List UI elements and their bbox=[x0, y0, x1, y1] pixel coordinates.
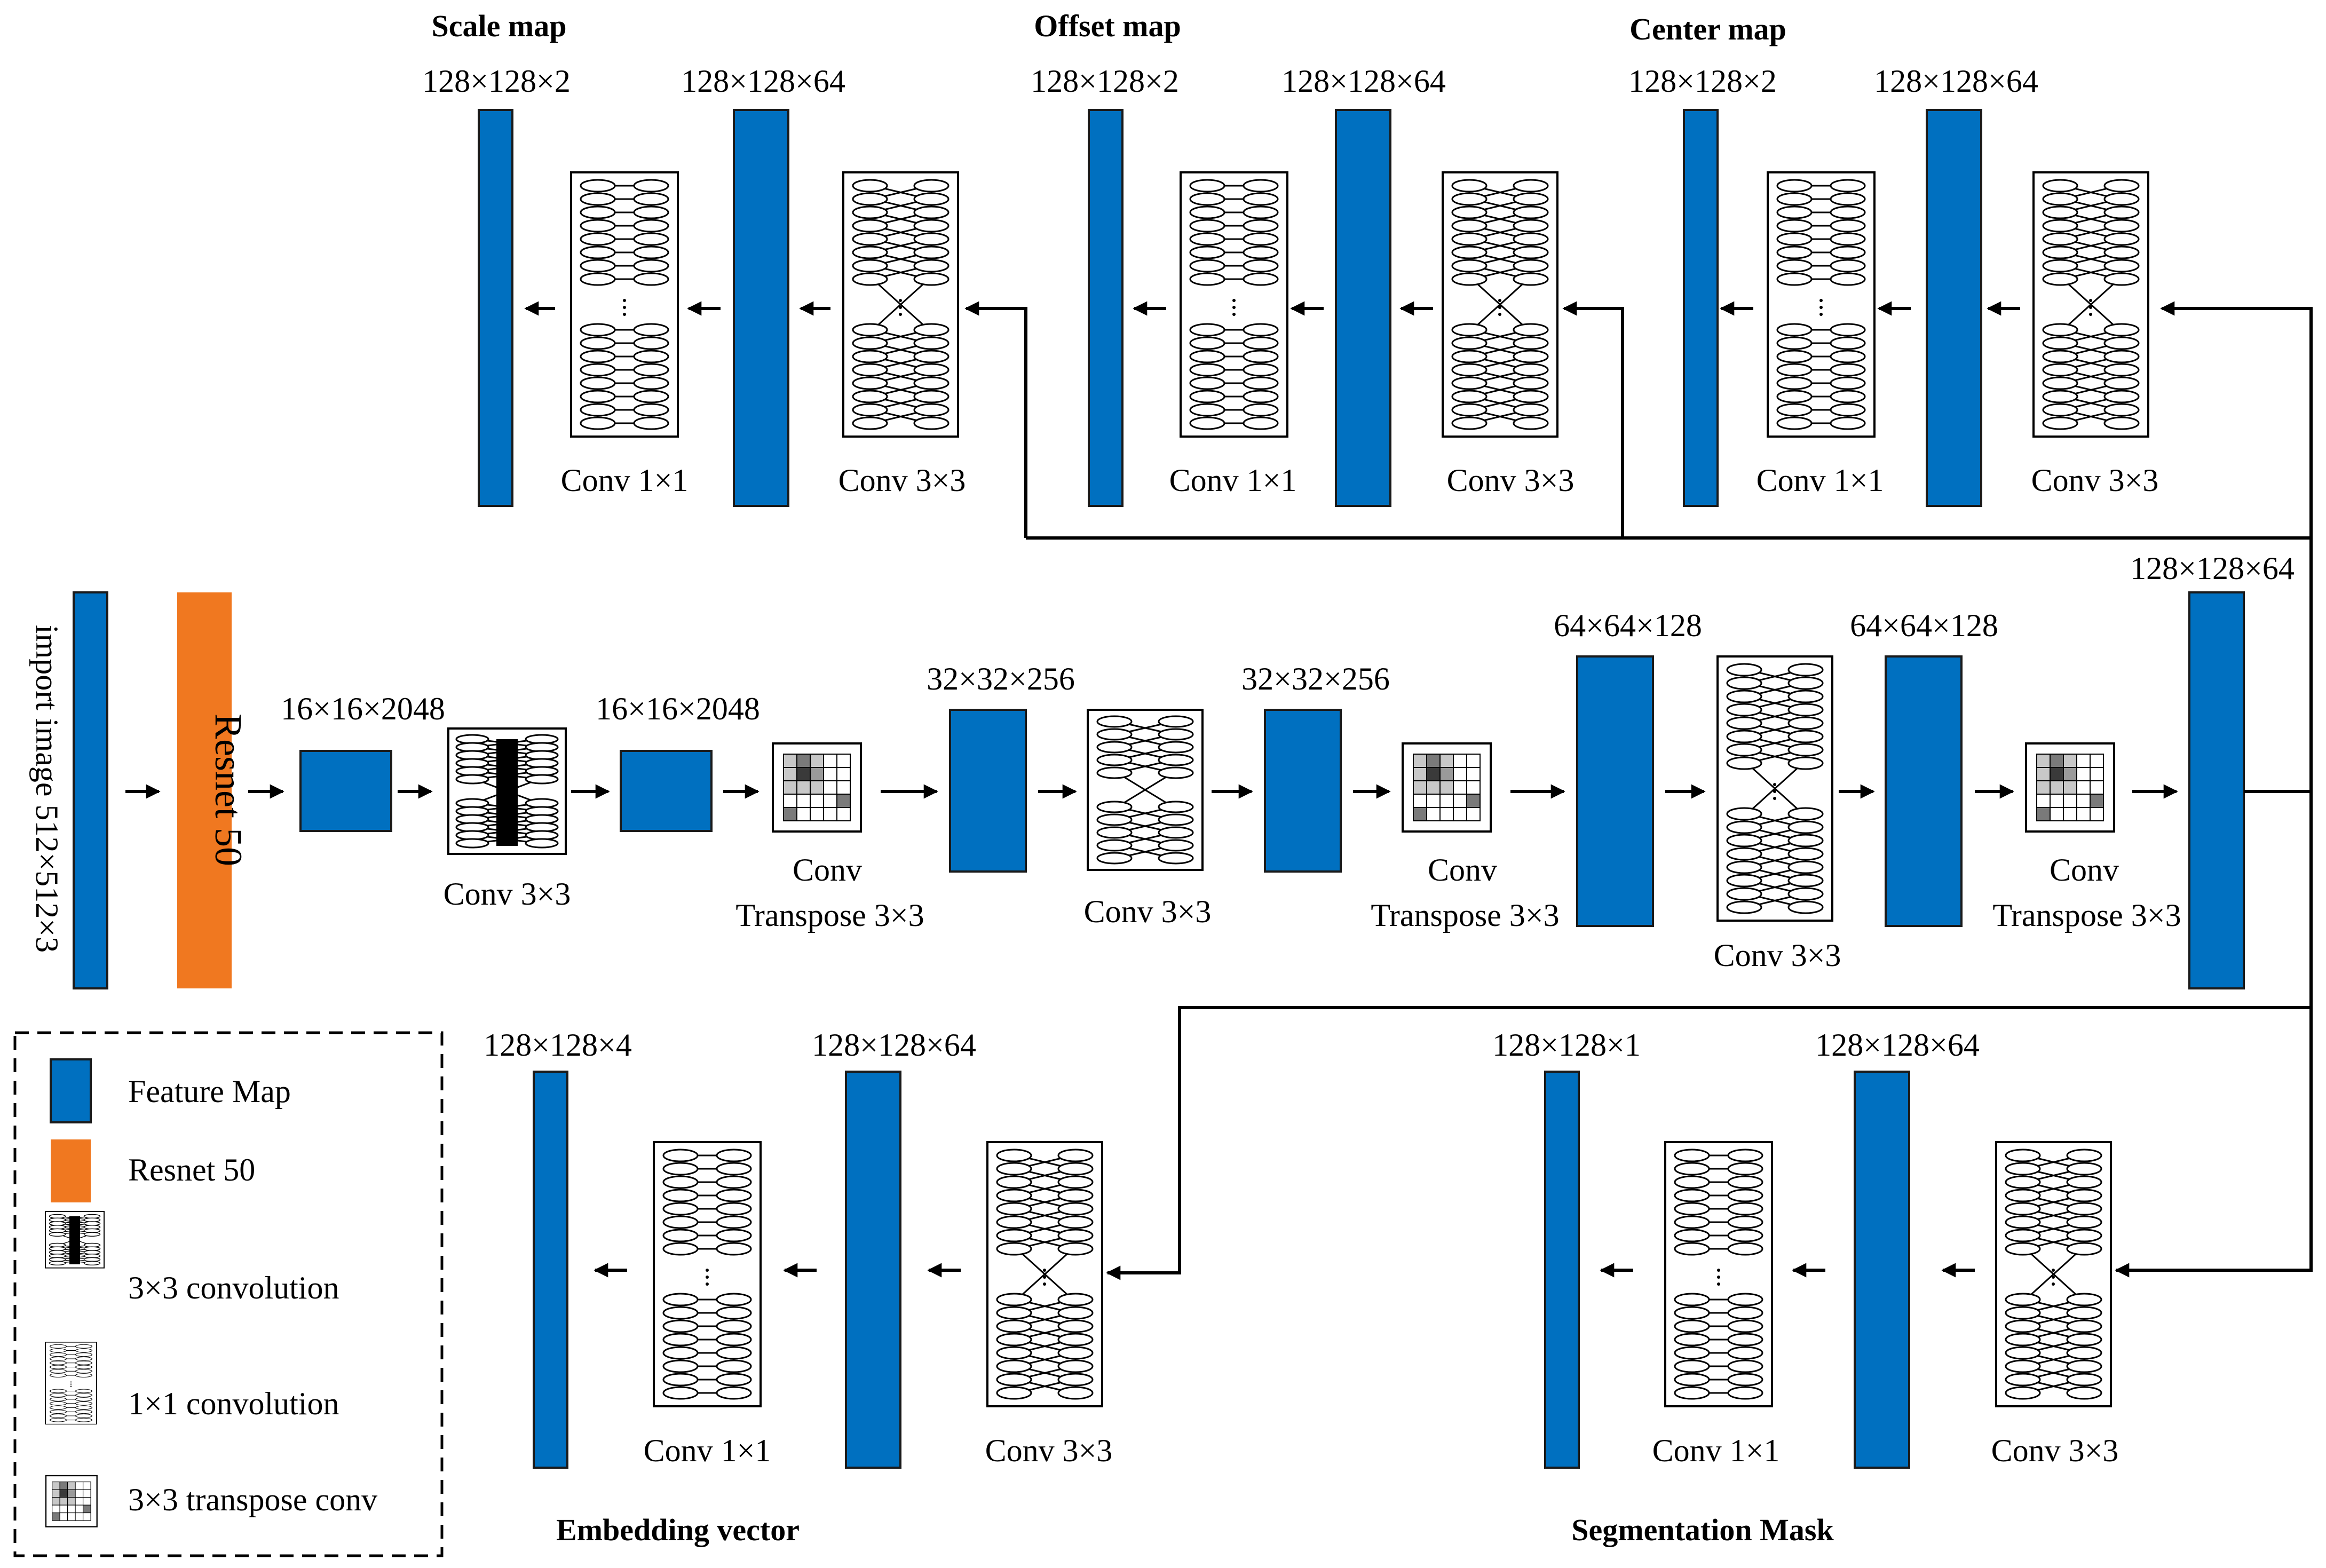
center-conv3x3-block bbox=[2032, 171, 2149, 438]
emb-out-feature-map bbox=[533, 1071, 568, 1469]
bb-16a-feature-map bbox=[299, 750, 392, 832]
offset-conv3x3-label: Conv 3×3 bbox=[1447, 463, 1575, 498]
legend-feature-map-swatch bbox=[50, 1058, 92, 1123]
emb-conv3x3-block bbox=[986, 1141, 1103, 1407]
emb-conv1x1-block bbox=[653, 1141, 762, 1407]
seg-conv1x1-label: Conv 1×1 bbox=[1652, 1433, 1780, 1468]
legend-box bbox=[13, 1031, 444, 1557]
legend-conv3x3-icon bbox=[45, 1211, 105, 1269]
scale-mid-dim: 128×128×64 bbox=[681, 64, 845, 99]
offset-map-title: Offset map bbox=[1034, 9, 1181, 43]
legend-conv3x3-label: 3×3 convolution bbox=[128, 1270, 339, 1305]
emb-conv1x1-label: Conv 1×1 bbox=[644, 1433, 771, 1468]
offset-out-dim: 128×128×2 bbox=[1031, 64, 1179, 99]
offset-conv1x1-block bbox=[1180, 171, 1288, 438]
center-mid-feature-map bbox=[1926, 109, 1982, 507]
bb-32a-dim: 32×32×256 bbox=[927, 661, 1075, 696]
seg-conv3x3-label: Conv 3×3 bbox=[1991, 1433, 2119, 1468]
bb-tconv-3-block bbox=[2025, 742, 2115, 833]
center-mid-dim: 128×128×64 bbox=[1874, 64, 2038, 99]
bb-64b-feature-map bbox=[1885, 655, 1963, 927]
scale-conv1x1-label: Conv 1×1 bbox=[561, 463, 689, 498]
legend-resnet-swatch bbox=[51, 1139, 91, 1202]
legend-conv1x1-label: 1×1 convolution bbox=[128, 1386, 339, 1421]
scale-out-feature-map bbox=[478, 109, 513, 507]
bb-32a-feature-map bbox=[949, 709, 1027, 873]
bb-64b-dim: 64×64×128 bbox=[1850, 608, 1998, 643]
center-conv1x1-block bbox=[1767, 171, 1876, 438]
wire-bottom-bus bbox=[1106, 1006, 2311, 1280]
emb-mid-dim: 128×128×64 bbox=[812, 1027, 976, 1063]
center-conv3x3-label: Conv 3×3 bbox=[2031, 463, 2159, 498]
center-out-dim: 128×128×2 bbox=[1628, 64, 1777, 99]
scale-mid-feature-map bbox=[733, 109, 789, 507]
scale-map-title: Scale map bbox=[432, 9, 567, 43]
bb-32b-dim: 32×32×256 bbox=[1241, 661, 1390, 696]
seg-mid-dim: 128×128×64 bbox=[1815, 1027, 1980, 1063]
wire-to-segmentation bbox=[2115, 791, 2313, 1278]
bb-16b-dim: 16×16×2048 bbox=[596, 691, 760, 726]
scale-conv3x3-label: Conv 3×3 bbox=[838, 463, 966, 498]
seg-out-dim: 128×128×1 bbox=[1492, 1027, 1641, 1063]
bb-tconv-1-block bbox=[772, 742, 862, 833]
bb-64a-dim: 64×64×128 bbox=[1554, 608, 1702, 643]
legend-feature-map-label: Feature Map bbox=[128, 1074, 291, 1109]
emb-conv3x3-label: Conv 3×3 bbox=[985, 1433, 1113, 1468]
offset-mid-dim: 128×128×64 bbox=[1281, 64, 1446, 99]
scale-conv1x1-block bbox=[570, 171, 679, 438]
wire-to-scale bbox=[964, 301, 1027, 538]
emb-mid-feature-map bbox=[845, 1071, 901, 1469]
bb-tconv-3-label-bottom: Transpose 3×3 bbox=[1992, 898, 2181, 933]
bb-dense-conv3x3-block bbox=[447, 727, 567, 855]
bb-32b-feature-map bbox=[1264, 709, 1342, 873]
embedding-vector-title: Embedding vector bbox=[556, 1512, 800, 1547]
scale-out-dim: 128×128×2 bbox=[422, 64, 571, 99]
center-conv1x1-label: Conv 1×1 bbox=[1757, 463, 1884, 498]
bb-tconv-3-label-top: Conv bbox=[2050, 852, 2119, 888]
seg-out-feature-map bbox=[1544, 1071, 1580, 1469]
center-map-title: Center map bbox=[1629, 12, 1786, 46]
resnet50-label: Resnet 50 bbox=[207, 714, 250, 866]
seg-mid-feature-map bbox=[1854, 1071, 1910, 1469]
bb-128-feature-map bbox=[2188, 591, 2245, 989]
bb-16a-dim: 16×16×2048 bbox=[281, 691, 445, 726]
scale-conv3x3-block bbox=[842, 171, 959, 438]
input-image-label: import image 512×512×3 bbox=[29, 625, 65, 953]
legend-resnet-label: Resnet 50 bbox=[128, 1152, 255, 1187]
bb-conv3x3-2-label: Conv 3×3 bbox=[1084, 894, 1212, 929]
bb-conv3x3-3-block bbox=[1716, 655, 1833, 922]
bb-128-dim: 128×128×64 bbox=[2130, 551, 2295, 586]
bb-16b-feature-map bbox=[620, 750, 713, 832]
bb-tconv-2-label-bottom: Transpose 3×3 bbox=[1371, 898, 1559, 933]
offset-out-feature-map bbox=[1088, 109, 1124, 507]
wire-trunk bbox=[2160, 301, 2313, 793]
legend-tconv-label: 3×3 transpose conv bbox=[128, 1482, 377, 1517]
offset-mid-feature-map bbox=[1335, 109, 1391, 507]
bb-tconv-2-label-top: Conv bbox=[1428, 852, 1497, 888]
offset-conv1x1-label: Conv 1×1 bbox=[1169, 463, 1297, 498]
segmentation-mask-title: Segmentation Mask bbox=[1571, 1512, 1834, 1547]
legend-conv1x1-icon bbox=[45, 1342, 97, 1425]
wire-to-offset bbox=[1562, 301, 1624, 538]
emb-out-dim: 128×128×4 bbox=[484, 1027, 632, 1063]
offset-conv3x3-block bbox=[1442, 171, 1558, 438]
bb-conv3x3-2-block bbox=[1087, 709, 1204, 871]
center-out-feature-map bbox=[1683, 109, 1719, 507]
bb-dense-conv3x3-label: Conv 3×3 bbox=[444, 876, 571, 912]
seg-conv1x1-block bbox=[1664, 1141, 1773, 1407]
resnet50-block bbox=[177, 592, 232, 988]
bb-conv3x3-3-label: Conv 3×3 bbox=[1714, 938, 1841, 973]
legend-tconv-icon bbox=[45, 1475, 98, 1527]
seg-conv3x3-block bbox=[1995, 1141, 2112, 1407]
bb-64a-feature-map bbox=[1576, 655, 1654, 927]
input-image-feature-map bbox=[73, 591, 108, 989]
bb-tconv-2-block bbox=[1402, 742, 1492, 833]
bb-tconv-1-label-top: Conv bbox=[793, 852, 862, 888]
bb-tconv-1-label-bottom: Transpose 3×3 bbox=[735, 898, 924, 933]
